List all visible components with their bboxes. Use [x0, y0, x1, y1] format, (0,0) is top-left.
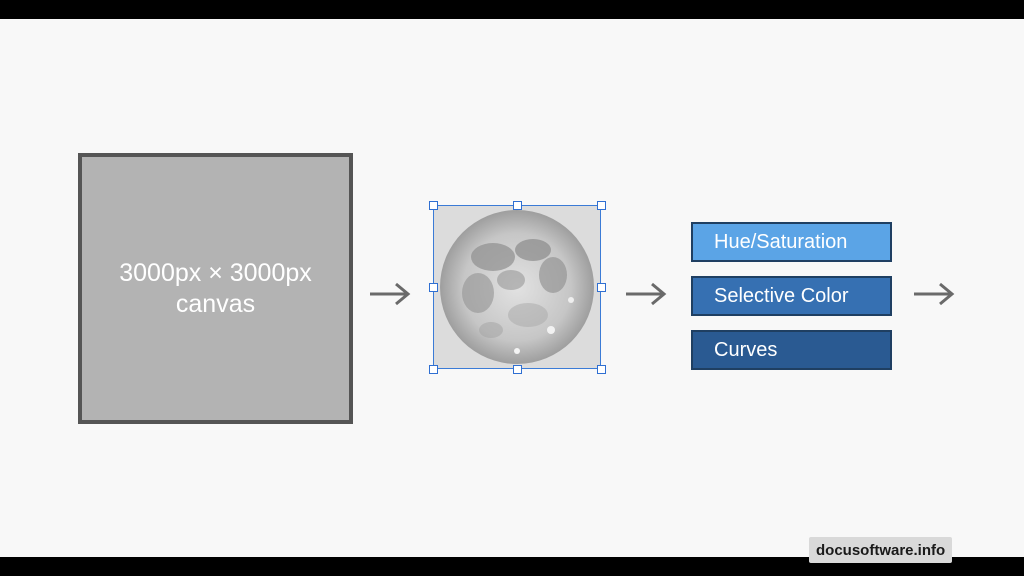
transform-handle-top-left[interactable] — [429, 201, 438, 210]
transform-handle-right[interactable] — [597, 283, 606, 292]
transform-bounding-box — [433, 205, 601, 369]
canvas-box: 3000px × 3000px canvas — [78, 153, 353, 424]
transform-handle-top[interactable] — [513, 201, 522, 210]
transform-handle-bottom-right[interactable] — [597, 365, 606, 374]
moon-layer-selection[interactable] — [429, 201, 606, 374]
adjustment-hue-saturation[interactable]: Hue/Saturation — [691, 222, 892, 262]
transform-handle-top-right[interactable] — [597, 201, 606, 210]
canvas-label: canvas — [175, 289, 256, 318]
canvas-size-label: 3000px × 3000px — [119, 258, 312, 287]
arrow-right-icon — [914, 282, 955, 306]
transform-handle-left[interactable] — [429, 283, 438, 292]
letterbox-top — [0, 0, 1024, 19]
letterbox-bottom — [0, 557, 1024, 576]
arrow-right-icon — [626, 282, 667, 306]
transform-handle-bottom[interactable] — [513, 365, 522, 374]
adjustment-curves[interactable]: Curves — [691, 330, 892, 370]
adjustment-selective-color[interactable]: Selective Color — [691, 276, 892, 316]
transform-handle-bottom-left[interactable] — [429, 365, 438, 374]
moon-image — [440, 210, 594, 364]
arrow-right-icon — [370, 282, 411, 306]
watermark-text: docusoftware.info — [809, 537, 953, 563]
